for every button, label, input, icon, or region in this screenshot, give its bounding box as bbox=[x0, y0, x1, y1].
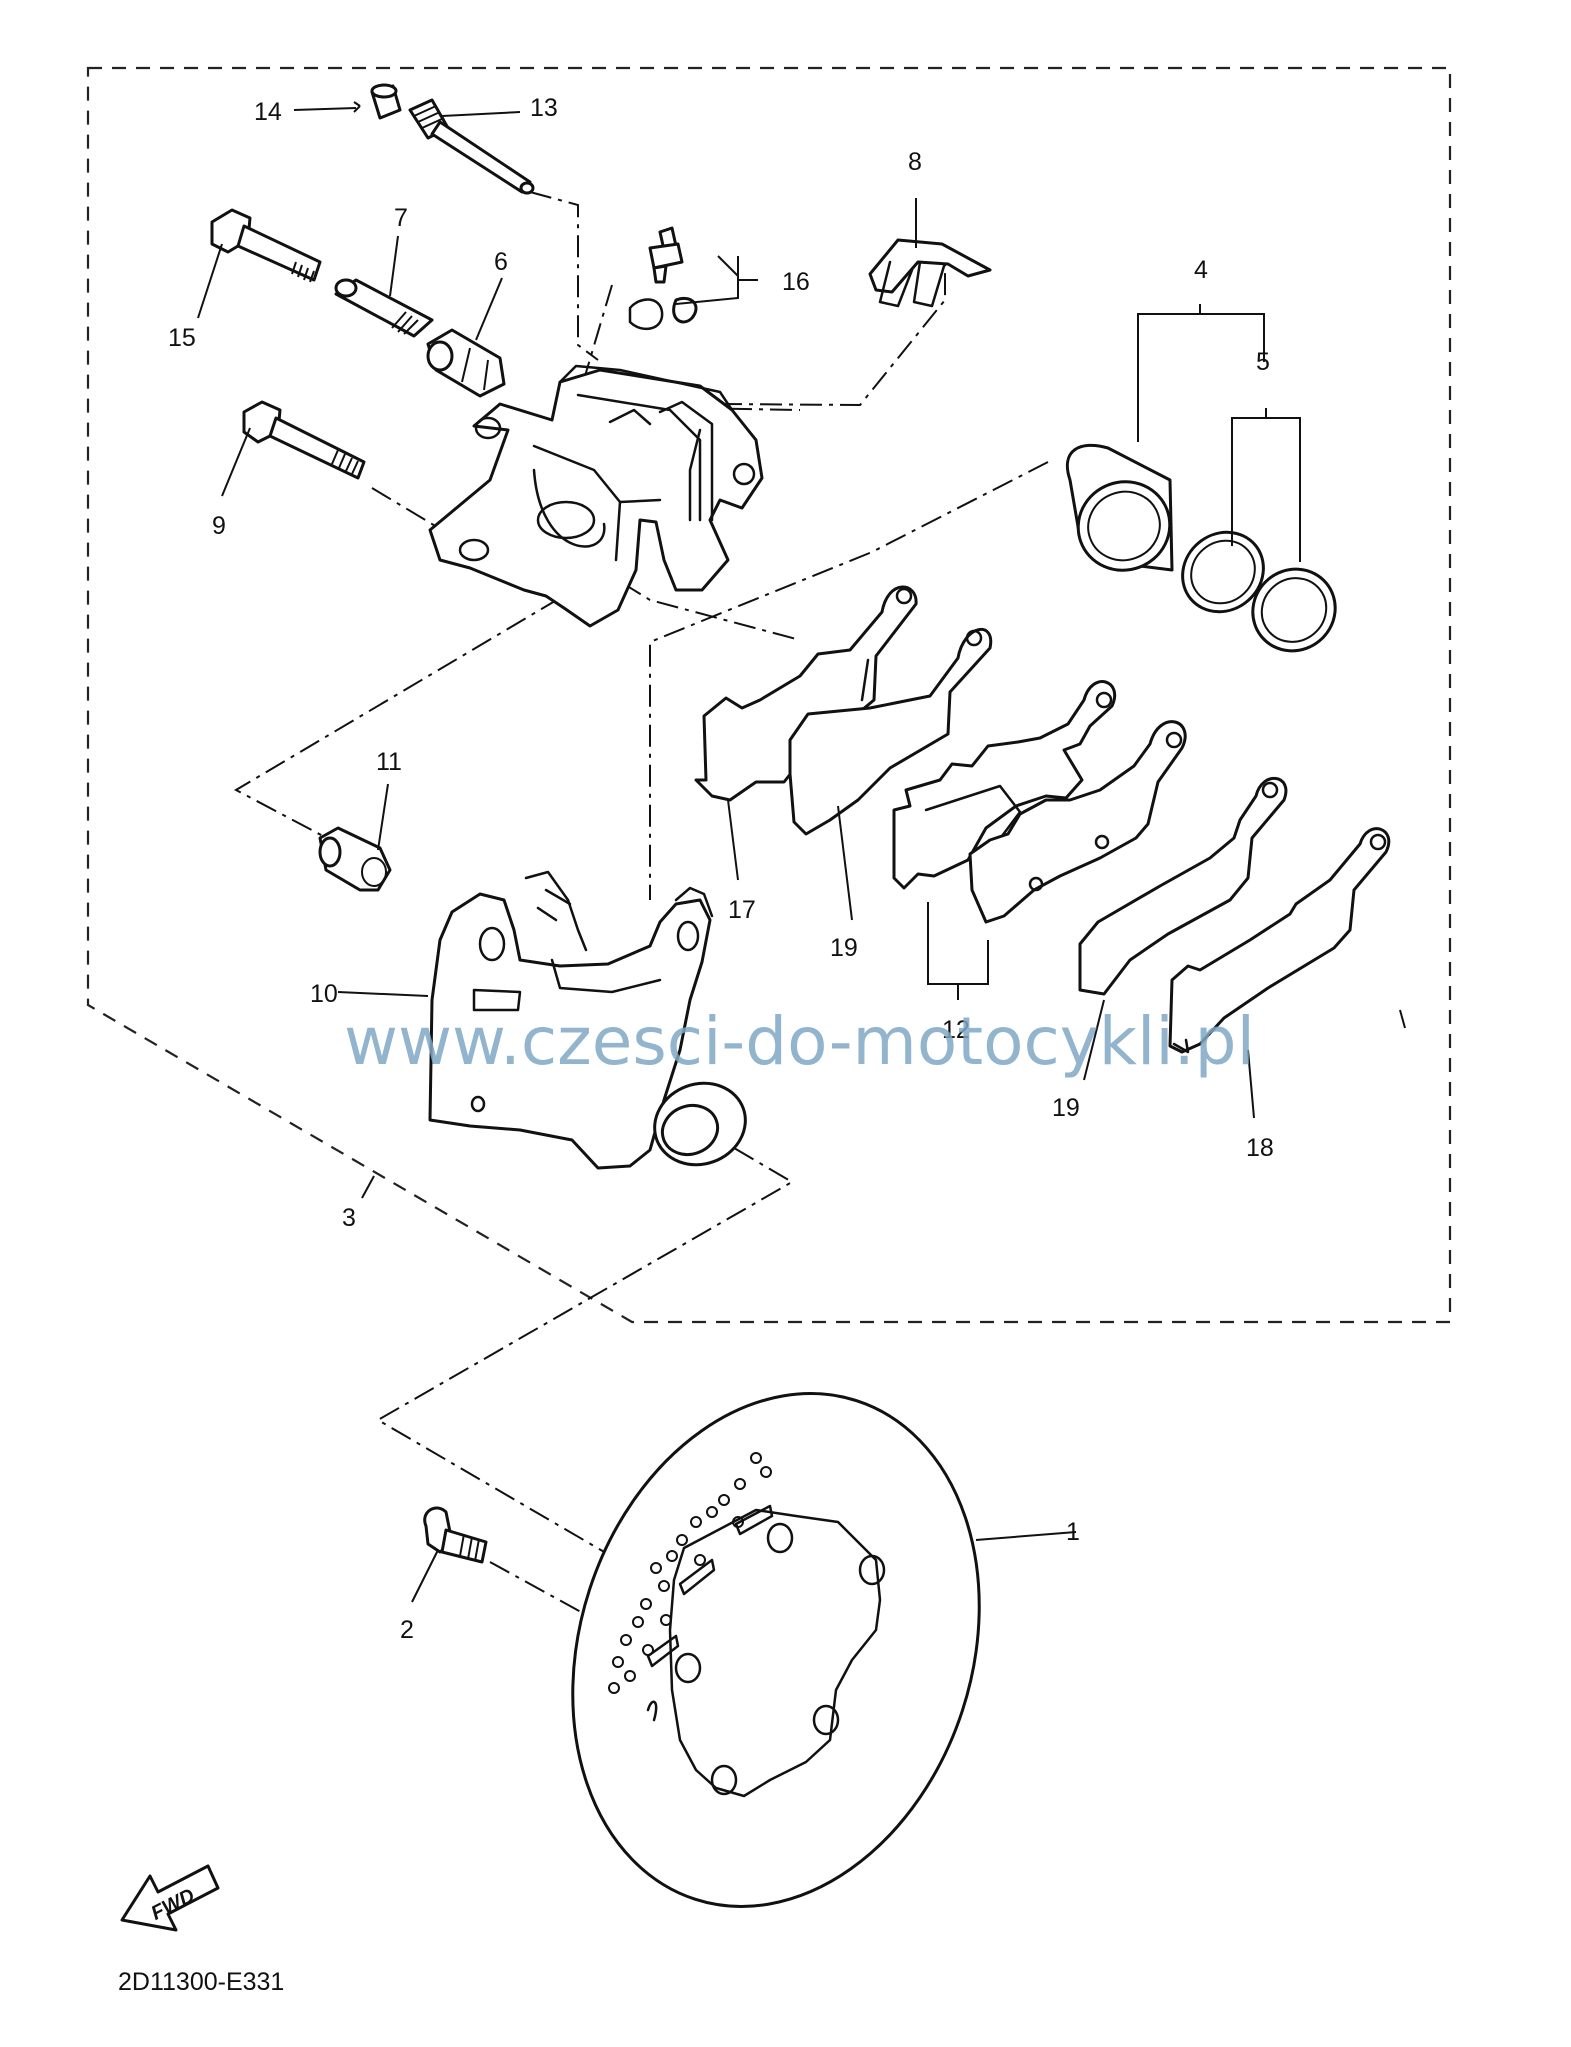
part-18-shim bbox=[1168, 827, 1391, 1054]
part-12-pad-set bbox=[892, 680, 1187, 924]
label-3: 3 bbox=[342, 1204, 356, 1232]
label-18: 18 bbox=[1246, 1134, 1274, 1162]
part-11-boot bbox=[318, 826, 392, 892]
leader-lines bbox=[197, 101, 1255, 1603]
part-4-piston bbox=[1065, 443, 1174, 572]
part-1-brake-disc bbox=[571, 1392, 981, 1908]
part-5-seals bbox=[1181, 530, 1337, 653]
label-2: 2 bbox=[400, 1616, 414, 1644]
part-13-pin bbox=[408, 98, 535, 195]
label-14: 14 bbox=[254, 98, 282, 126]
part-9-bolt bbox=[242, 400, 366, 480]
label-15: 15 bbox=[168, 324, 196, 352]
part-10-bracket bbox=[428, 870, 747, 1170]
part-14-cap bbox=[370, 83, 402, 120]
caliper-body bbox=[428, 364, 764, 628]
assembly-boundary bbox=[86, 66, 1452, 1324]
part-7-sleeve bbox=[334, 278, 434, 338]
label-6: 6 bbox=[494, 248, 508, 276]
label-19-lower: 19 bbox=[1052, 1094, 1080, 1122]
part-2-screw bbox=[423, 1506, 488, 1564]
label-1: 1 bbox=[1066, 1518, 1080, 1546]
fwd-arrow-icon: FWD bbox=[120, 1864, 220, 1932]
label-12: 12 bbox=[942, 1016, 970, 1044]
label-5: 5 bbox=[1256, 348, 1270, 376]
label-7: 7 bbox=[394, 204, 408, 232]
label-17: 17 bbox=[728, 896, 756, 924]
label-11: 11 bbox=[376, 748, 402, 776]
disc-vent-holes bbox=[608, 1452, 772, 1694]
part-17-shim bbox=[694, 585, 918, 802]
part-19-pad-upper bbox=[788, 628, 993, 836]
diagram-code: 2D11300-E331 bbox=[118, 1968, 284, 1996]
label-19-upper: 19 bbox=[830, 934, 858, 962]
part-8-clip bbox=[868, 238, 992, 308]
label-9: 9 bbox=[212, 512, 226, 540]
part-15-bolt bbox=[210, 208, 322, 283]
part-16-bleed-screw bbox=[628, 226, 698, 331]
label-16: 16 bbox=[782, 268, 810, 296]
label-4: 4 bbox=[1194, 256, 1208, 284]
part-19-pad-lower bbox=[1078, 777, 1288, 996]
group-brackets bbox=[675, 255, 1301, 1000]
label-10: 10 bbox=[310, 980, 338, 1008]
watermark-text: www.czesci-do-motocykli.pl bbox=[344, 1003, 1255, 1080]
part-labels: 14 13 15 7 6 16 8 4 5 9 11 17 19 12 10 1… bbox=[168, 94, 1274, 1644]
label-8: 8 bbox=[908, 148, 922, 176]
part-6-boot bbox=[426, 328, 506, 398]
label-13: 13 bbox=[530, 94, 558, 122]
